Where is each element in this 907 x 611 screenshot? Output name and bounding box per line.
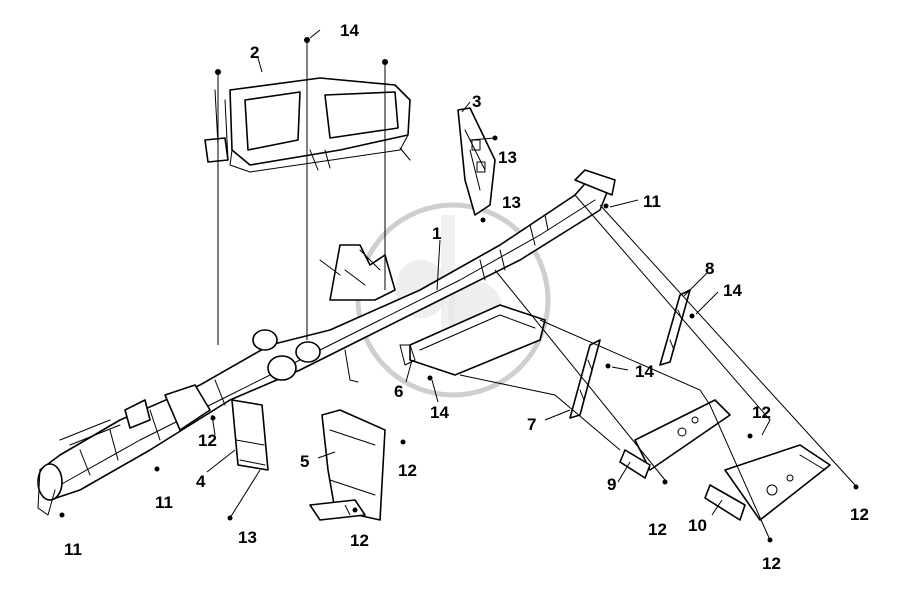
callout-7: 7	[527, 415, 536, 434]
callout-12: 12	[762, 554, 781, 573]
callout-2: 2	[250, 43, 259, 62]
callout-8: 8	[705, 259, 714, 278]
main-cross-beam	[37, 169, 616, 516]
callout-11: 11	[64, 540, 82, 559]
callout-13: 13	[502, 193, 521, 212]
part-7-vertical-bracket	[569, 339, 601, 419]
callout-12: 12	[198, 431, 217, 450]
callout-13: 13	[238, 528, 257, 547]
part-8-vertical-bracket	[659, 289, 691, 366]
callout-14: 14	[723, 281, 742, 300]
callout-4: 4	[196, 472, 206, 491]
callout-1: 1	[432, 224, 441, 243]
part-2-upper-frame	[204, 77, 411, 173]
callout-11: 11	[155, 493, 173, 512]
callout-pointers	[206, 29, 723, 516]
part-10-floor-plate	[704, 444, 831, 521]
callout-10: 10	[688, 516, 707, 535]
leader-lines	[211, 40, 856, 541]
callout-12: 12	[850, 505, 869, 524]
part-4-lower-bracket	[231, 399, 269, 471]
callout-12: 12	[752, 403, 771, 422]
callout-5: 5	[300, 452, 309, 471]
fastener-dots	[59, 37, 859, 543]
callout-9: 9	[607, 475, 616, 494]
part-6-plate	[399, 304, 546, 376]
callout-labels: 14 2 3 13 13 11 1 8 14 14 6 14 12 7 12 5…	[64, 21, 869, 573]
callout-12: 12	[648, 520, 667, 539]
callout-12: 12	[350, 531, 369, 550]
callout-13: 13	[498, 148, 517, 167]
part-9-floor-plate	[619, 399, 731, 479]
callout-14: 14	[430, 403, 449, 422]
callout-6: 6	[394, 382, 403, 401]
callout-14: 14	[635, 362, 654, 381]
callout-3: 3	[472, 92, 481, 111]
callout-12: 12	[398, 461, 417, 480]
part-3-side-bracket	[457, 107, 496, 216]
callout-14: 14	[340, 21, 359, 40]
callout-11: 11	[643, 192, 661, 211]
part-5-lower-bracket	[309, 409, 386, 521]
